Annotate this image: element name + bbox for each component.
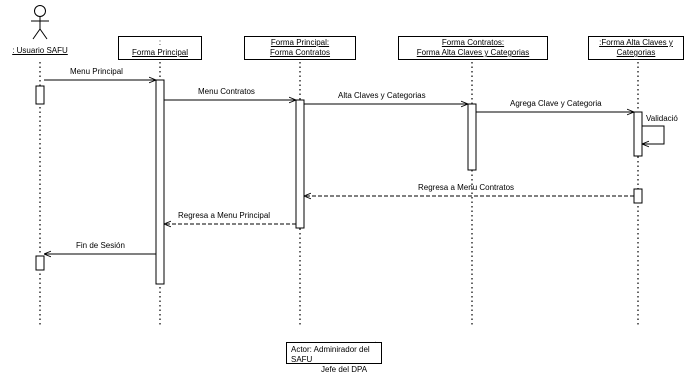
object-categorias-line2: Categorias: [616, 48, 656, 57]
note-line2: Jefe del DPA: [321, 365, 368, 374]
msg-label-regresa-contratos: Regresa a Menu Contratos: [418, 183, 515, 192]
object-forma-alta-claves-line1: Forma Contratos:: [441, 38, 505, 47]
object-forma-contratos-line2: Forma Contratos: [269, 48, 331, 57]
activation-forma-contratos: [295, 99, 305, 229]
actor-stick-figure-icon: [31, 5, 49, 40]
activation-forma-alta: [467, 103, 477, 171]
object-categorias-line1: :Forma Alta Claves y: [599, 38, 673, 47]
activation-forma-principal: [155, 79, 165, 285]
actor-note: Actor: Adminirador del SAFU Jefe del DPA: [286, 342, 382, 374]
object-forma-alta-claves: Forma Contratos: Forma Alta Claves y Cat…: [398, 36, 548, 60]
msg-label-regresa-principal: Regresa a Menu Principal: [178, 211, 271, 220]
sequence-diagram-canvas: [31, 5, 665, 357]
object-forma-principal-line1: :: [158, 38, 162, 47]
msg-label-agrega-clave: Agrega Clave y Categoria: [510, 99, 602, 108]
object-forma-principal: : Forma Principal: [118, 36, 202, 60]
msg-label-menu-contratos: Menu Contratos: [198, 87, 255, 96]
msg-label-fin-sesion: Fin de Sesión: [76, 241, 125, 250]
object-forma-contratos: Forma Principal: Forma Contratos: [244, 36, 356, 60]
activation-actor-2: [35, 255, 45, 271]
object-forma-alta-claves-line2: Forma Alta Claves y Categorias: [416, 48, 530, 57]
activation-categorias-2: [633, 188, 643, 204]
actor-label: : Usuario SAFU: [12, 46, 68, 55]
object-categorias: :Forma Alta Claves y Categorias: [588, 36, 684, 60]
note-line1: Actor: Adminirador del SAFU: [291, 345, 370, 364]
activation-actor-1: [35, 85, 45, 105]
msg-label-validacion: Validació: [646, 114, 678, 123]
msg-arrow-validacion-self: [642, 125, 665, 144]
msg-label-alta-claves: Alta Claves y Categorias: [338, 91, 426, 100]
object-forma-principal-line2: Forma Principal: [131, 48, 188, 57]
msg-label-menu-principal: Menu Principal: [70, 67, 123, 76]
activation-categorias: [633, 111, 643, 157]
object-forma-contratos-line1: Forma Principal:: [270, 38, 330, 47]
